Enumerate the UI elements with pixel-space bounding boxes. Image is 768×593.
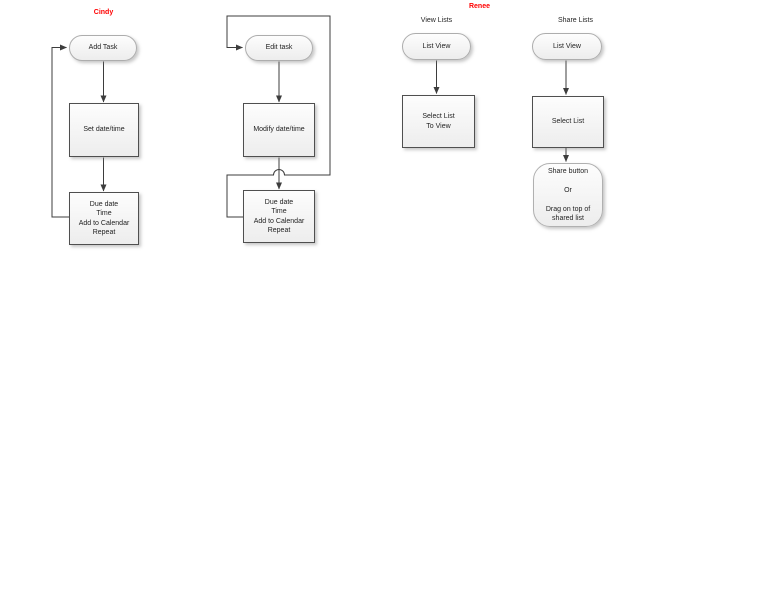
node-add-task-details: Due date Time Add to Calendar Repeat — [69, 192, 139, 245]
connector-duedate-loop-to-edittask — [226, 15, 331, 218]
node-edit-task-details: Due date Time Add to Calendar Repeat — [243, 190, 315, 243]
label-share-lists: Share Lists — [557, 17, 594, 24]
label-owner-renee: Renee — [468, 3, 490, 10]
node-select-list-to-view: Select List To View — [402, 95, 475, 148]
node-list-view-share: List View — [532, 33, 602, 60]
node-list-view-view: List View — [402, 33, 471, 60]
node-select-list: Select List — [532, 96, 604, 148]
label-owner-cindy: Cindy — [93, 9, 114, 16]
label-view-lists: View Lists — [420, 17, 453, 24]
node-set-datetime: Set date/time — [69, 103, 139, 157]
connector-duedate-loop-to-addtask — [51, 44, 69, 218]
node-edit-task: Edit task — [245, 35, 313, 61]
node-modify-datetime: Modify date/time — [243, 103, 315, 157]
node-share-methods: Share button Or Drag on top of shared li… — [533, 163, 603, 227]
node-add-task: Add Task — [69, 35, 137, 61]
